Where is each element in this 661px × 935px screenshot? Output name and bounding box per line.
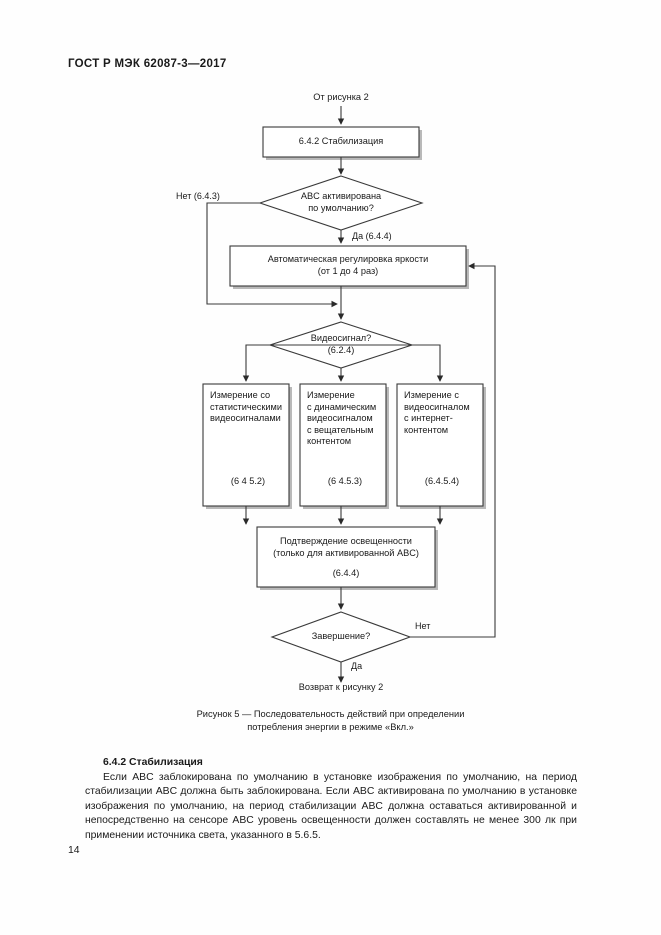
node-measure-dynamic-shape [299,383,387,507]
page-number: 14 [68,845,80,856]
edge-label-completion-no: Нет [415,621,431,631]
node-auto-brightness-shape [229,245,467,287]
edge-video-to-static [242,344,341,382]
node-measure-internet-shape [396,383,484,507]
flow-exit-label: Возврат к рисунку 2 [298,682,384,692]
edge-completion-no-loopback [410,262,496,638]
flowchart-canvas [202,106,496,683]
edge-abc-no-bypass [206,202,338,308]
section-paragraph-text: Если ABC заблокирована по умолчанию в ус… [85,772,577,841]
document-header: ГОСТ Р МЭК 62087-3—2017 [68,58,227,70]
edge-label-abc-yes: Да (6.4.4) [352,231,392,241]
node-stabilization-shape [262,126,420,158]
figure-caption: Рисунок 5 — Последовательность действий … [0,708,661,734]
edge-video-to-internet [341,344,444,382]
node-measure-static-shape [202,383,290,507]
node-illuminance-shape [256,526,436,588]
flowchart-figure: От рисунка 2 Возврат к рисунку 2 6.4.2 С… [176,92,496,692]
node-abc-decision-shape [258,175,424,231]
flow-entry-label: От рисунка 2 [313,92,369,102]
figure-caption-line1: Рисунок 5 — Последовательность действий … [196,709,465,719]
edge-label-abc-no: Нет (6.4.3) [176,191,220,201]
section-paragraph: Если ABC заблокирована по умолчанию в ус… [85,771,577,843]
edge-label-completion-yes: Да [351,661,363,671]
node-completion-decision-shape [270,611,412,663]
figure-caption-line2: потребления энергии в режиме «Вкл.» [247,722,414,732]
section-heading: 6.4.2 Стабилизация [103,757,203,768]
